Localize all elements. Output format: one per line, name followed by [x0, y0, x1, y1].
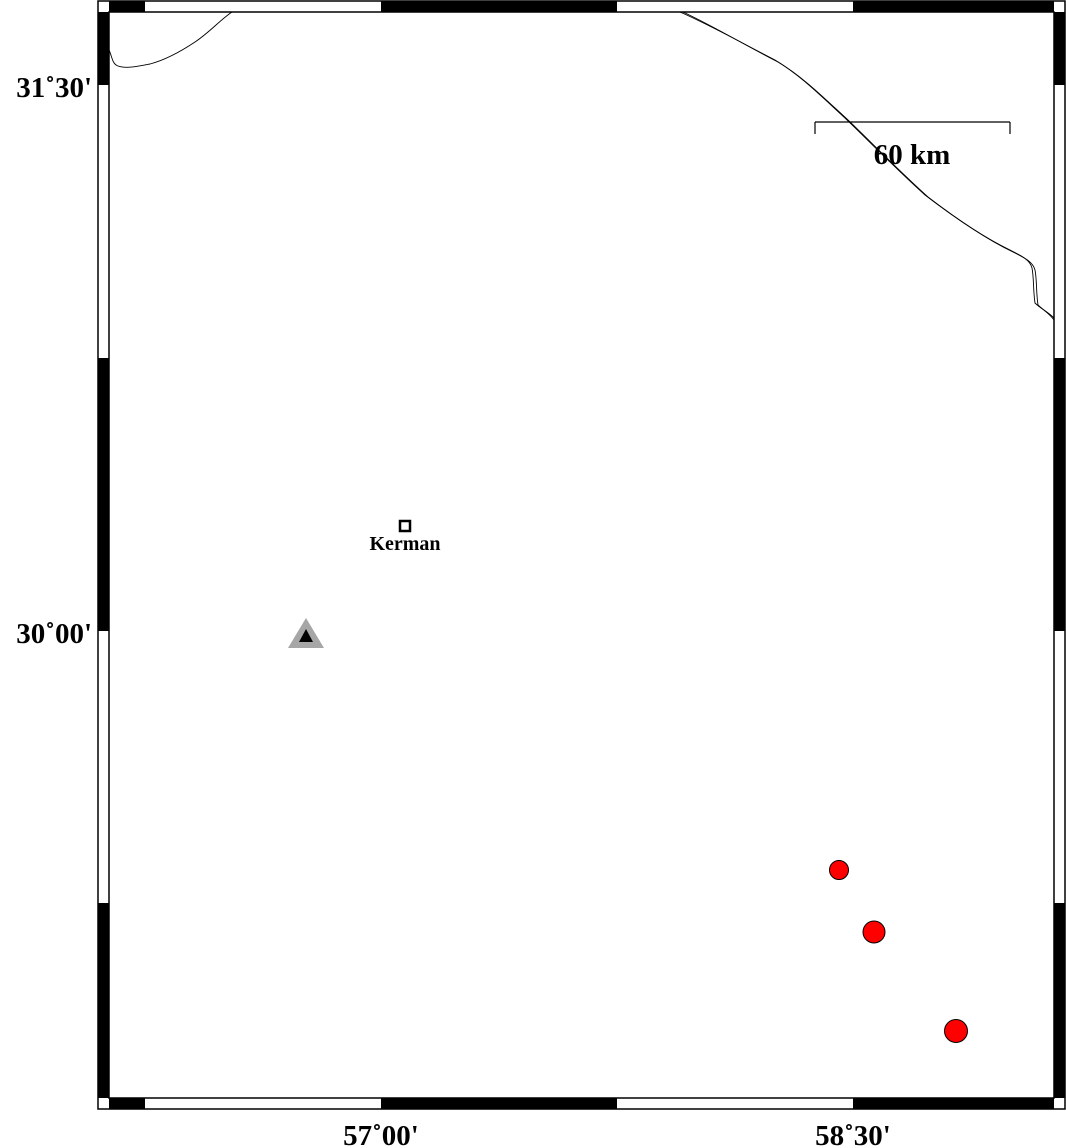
scale-bar-label: 60 km: [874, 139, 951, 171]
frame-segment-left: [98, 12, 109, 85]
event-circle: [829, 860, 849, 880]
frame-segment-right: [1054, 12, 1065, 85]
frame-segment-bottom: [381, 1098, 617, 1109]
frame-segment-right: [1054, 903, 1065, 1098]
station-inner-triangle-icon: [299, 629, 313, 642]
frame-segment-left: [98, 903, 109, 1098]
x-tick-label: 58˚30': [815, 1120, 891, 1148]
events-layer: [829, 860, 968, 1043]
y-tick-label: 31˚30': [16, 72, 92, 104]
x-axis-labels: 57˚00' 58˚30': [343, 1120, 891, 1148]
frame-segment-top: [109, 1, 145, 12]
frame-segment-top: [381, 1, 617, 12]
scale-bar: 60 km: [814, 121, 1011, 171]
frame-segment-bottom: [109, 1098, 145, 1109]
frame-segment-top: [853, 1, 1054, 12]
frame-segment-right: [1054, 358, 1065, 631]
frame-segment-bottom: [853, 1098, 1054, 1109]
map-frame: [97, 0, 1066, 1110]
station-marker: [288, 618, 324, 648]
map-area: [109, 12, 1054, 1098]
event-circle: [862, 920, 886, 944]
city-label: Kerman: [369, 533, 440, 555]
coastline: [108, 11, 1055, 321]
event-circle: [944, 1019, 968, 1043]
y-axis-labels: 31˚30' 30˚00': [16, 72, 92, 650]
city-kerman: Kerman: [369, 519, 441, 555]
frame-segment-left: [98, 358, 109, 631]
city-square-icon: [398, 519, 412, 533]
x-tick-label: 57˚00': [343, 1120, 419, 1148]
y-tick-label: 30˚00': [16, 618, 92, 650]
